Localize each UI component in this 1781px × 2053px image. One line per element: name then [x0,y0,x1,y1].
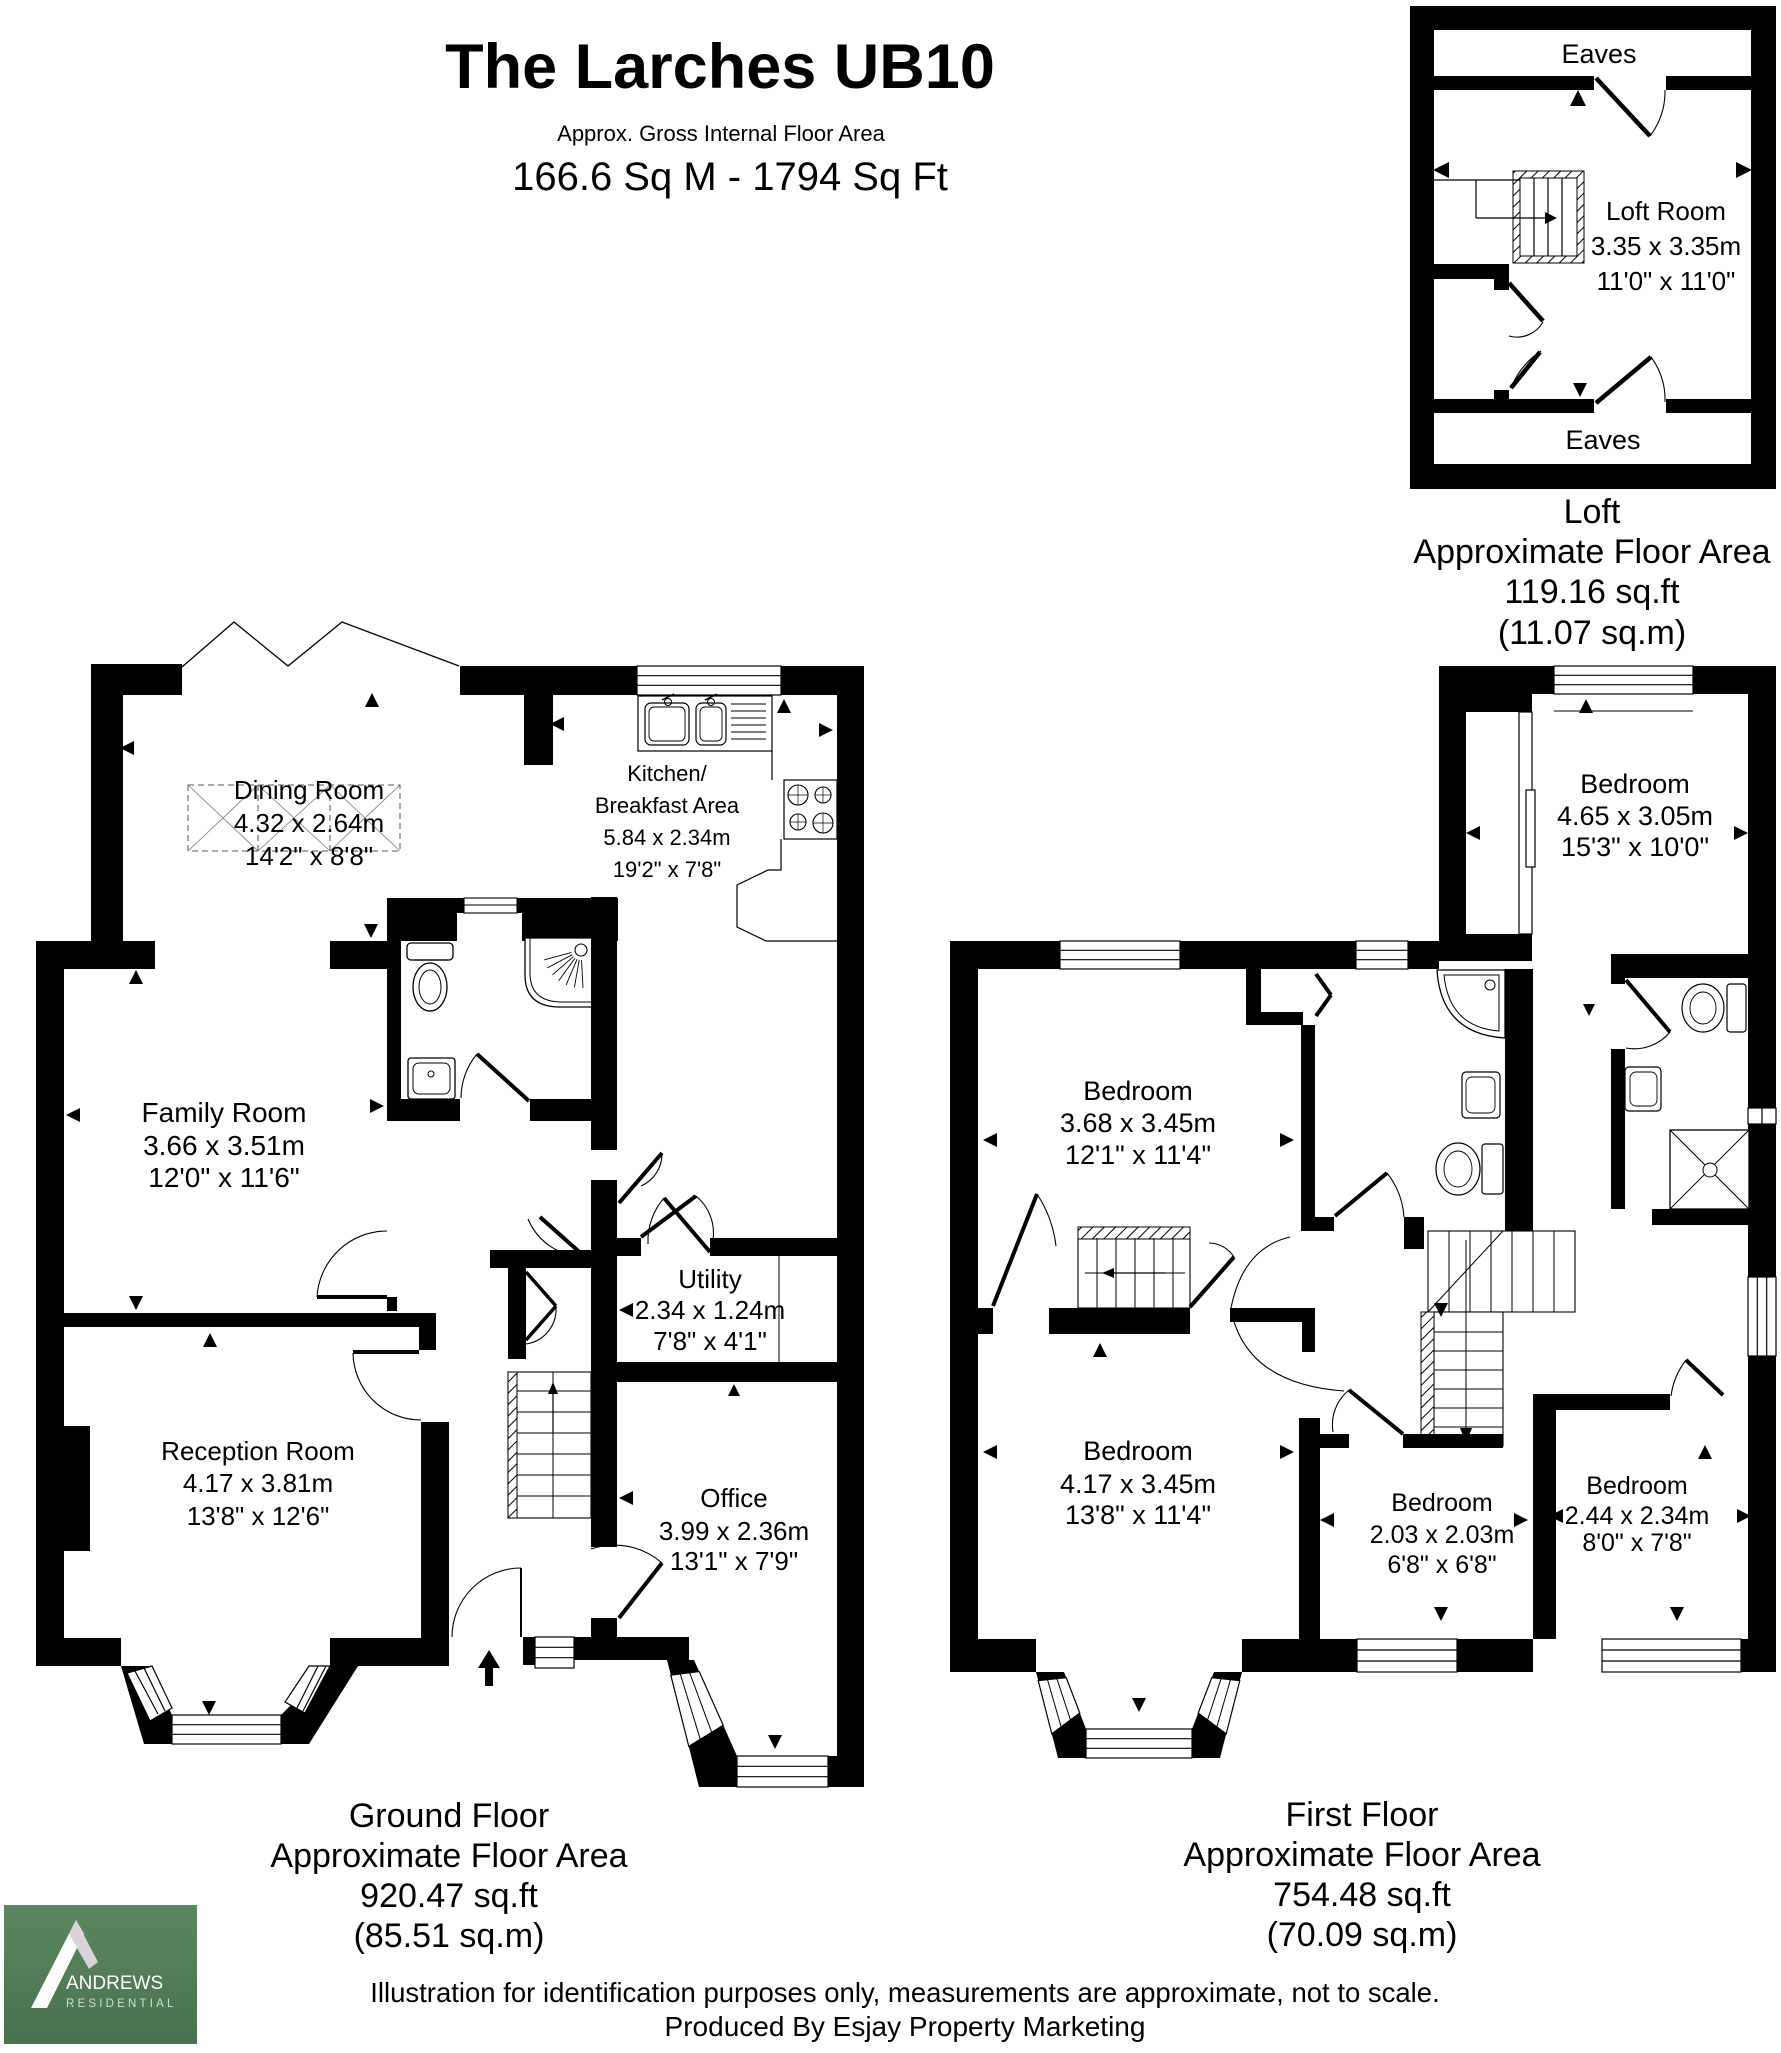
svg-text:3.66 x 3.51m: 3.66 x 3.51m [143,1130,305,1161]
svg-text:166.6 Sq M - 1794 Sq Ft: 166.6 Sq M - 1794 Sq Ft [512,155,948,199]
svg-text:(70.09 sq.m): (70.09 sq.m) [1267,1916,1458,1954]
svg-text:4.17 x 3.45m: 4.17 x 3.45m [1060,1469,1216,1499]
svg-text:19'2" x 7'8": 19'2" x 7'8" [613,857,721,882]
svg-text:3.99 x 2.36m: 3.99 x 2.36m [659,1516,809,1546]
svg-text:6'8" x 6'8": 6'8" x 6'8" [1387,1551,1496,1579]
svg-text:Bedroom: Bedroom [1391,1489,1492,1517]
svg-text:(85.51 sq.m): (85.51 sq.m) [354,1917,545,1955]
svg-text:119.16 sq.ft: 119.16 sq.ft [1504,573,1680,611]
svg-text:Illustration for identificatio: Illustration for identification purposes… [370,1977,1439,2008]
svg-text:3.68 x 3.45m: 3.68 x 3.45m [1060,1108,1216,1138]
svg-text:8'0" x 7'8": 8'0" x 7'8" [1582,1529,1691,1557]
svg-text:2.34 x 1.24m: 2.34 x 1.24m [635,1295,785,1325]
svg-text:Approx. Gross Internal Floor A: Approx. Gross Internal Floor Area [557,121,885,146]
svg-text:Loft: Loft [1564,493,1621,531]
svg-text:Loft Room: Loft Room [1606,196,1726,226]
svg-text:11'0" x 11'0": 11'0" x 11'0" [1597,266,1736,296]
svg-text:(11.07 sq.m): (11.07 sq.m) [1498,614,1686,652]
svg-text:Approximate Floor Area: Approximate Floor Area [270,1837,627,1875]
svg-text:Kitchen/: Kitchen/ [627,761,707,786]
svg-text:2.03 x 2.03m: 2.03 x 2.03m [1370,1521,1515,1549]
svg-text:RESIDENTIAL: RESIDENTIAL [66,1998,177,2010]
svg-text:5.84 x 2.34m: 5.84 x 2.34m [603,825,730,850]
svg-text:14'2" x 8'8": 14'2" x 8'8" [245,841,373,871]
svg-text:Breakfast Area: Breakfast Area [595,793,740,818]
svg-text:Family Room: Family Room [142,1097,307,1128]
svg-text:Office: Office [700,1483,767,1513]
svg-text:Approximate Floor Area: Approximate Floor Area [1413,533,1770,571]
svg-text:4.65 x 3.05m: 4.65 x 3.05m [1557,801,1713,831]
svg-text:Bedroom: Bedroom [1083,1436,1193,1466]
svg-text:2.44 x 2.34m: 2.44 x 2.34m [1565,1502,1710,1530]
svg-text:Ground Floor: Ground Floor [349,1797,549,1835]
svg-text:3.35 x 3.35m: 3.35 x 3.35m [1591,231,1741,261]
svg-text:ANDREWS: ANDREWS [66,1973,163,1994]
svg-text:Eaves: Eaves [1561,39,1636,69]
svg-text:Dining Room: Dining Room [234,775,384,805]
svg-text:13'8" x 12'6": 13'8" x 12'6" [187,1501,330,1531]
svg-text:13'1" x 7'9": 13'1" x 7'9" [670,1546,798,1576]
svg-text:Eaves: Eaves [1565,425,1640,455]
svg-text:Produced By Esjay Property Mar: Produced By Esjay Property Marketing [665,2011,1146,2042]
svg-text:Reception Room: Reception Room [161,1436,355,1466]
svg-text:754.48 sq.ft: 754.48 sq.ft [1273,1876,1451,1914]
svg-text:13'8" x 11'4": 13'8" x 11'4" [1065,1500,1211,1530]
svg-text:7'8" x 4'1": 7'8" x 4'1" [653,1326,767,1356]
svg-text:4.17 x 3.81m: 4.17 x 3.81m [183,1468,333,1498]
svg-text:12'0" x 11'6": 12'0" x 11'6" [148,1162,299,1193]
svg-text:Approximate Floor Area: Approximate Floor Area [1183,1836,1540,1874]
svg-text:4.32 x 2.64m: 4.32 x 2.64m [234,808,384,838]
svg-text:Bedroom: Bedroom [1580,769,1690,799]
svg-text:12'1" x 11'4": 12'1" x 11'4" [1065,1140,1211,1170]
svg-text:First Floor: First Floor [1286,1796,1439,1834]
svg-text:The Larches UB10: The Larches UB10 [445,32,995,102]
svg-text:15'3" x 10'0": 15'3" x 10'0" [1561,832,1709,862]
svg-text:Utility: Utility [678,1264,742,1294]
svg-text:Bedroom: Bedroom [1083,1076,1193,1106]
svg-text:920.47 sq.ft: 920.47 sq.ft [360,1877,538,1915]
svg-text:Bedroom: Bedroom [1586,1472,1687,1500]
